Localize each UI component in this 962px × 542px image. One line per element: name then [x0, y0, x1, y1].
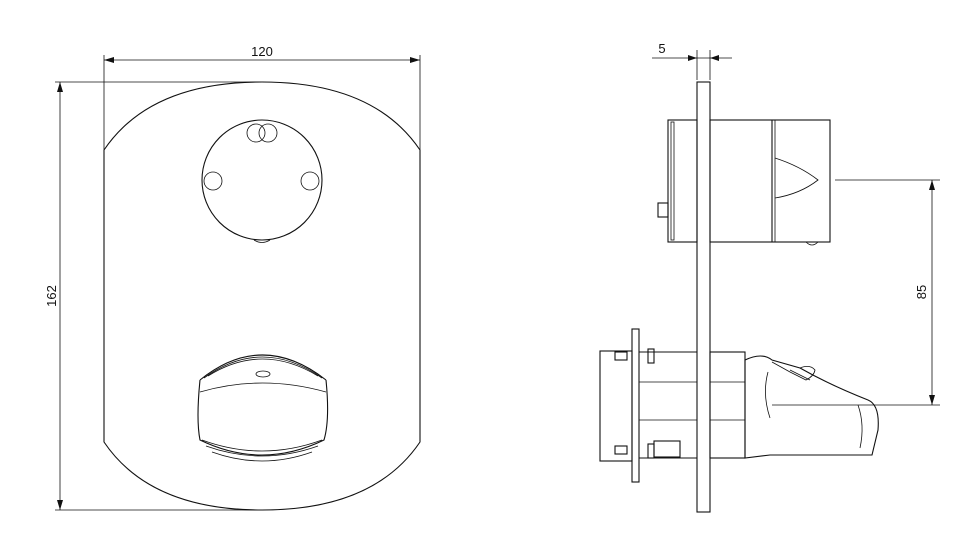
- knob-indicator-ring-a: [246, 123, 266, 143]
- lever-side: [599, 328, 879, 483]
- lever-indicator: [255, 370, 271, 378]
- height-dimension: 162: [44, 81, 262, 511]
- knob-hole-left: [203, 171, 223, 191]
- knob-cam-profile: [774, 157, 819, 199]
- wall-plate: [696, 81, 711, 513]
- top-knob: [201, 119, 323, 241]
- width-dimension: 120: [103, 44, 421, 150]
- knob-bottom-notch: [253, 239, 271, 243]
- cover-plate-outline: [103, 81, 421, 511]
- front-view: 120 162: [44, 44, 421, 511]
- side-view: 5 85: [599, 41, 940, 513]
- width-dimension-label: 120: [251, 44, 273, 59]
- lever-body-side: [744, 355, 879, 459]
- depth-dimension-label: 5: [658, 41, 665, 56]
- height-dimension-label: 162: [44, 285, 59, 307]
- spacing-dimension-label: 85: [914, 285, 929, 299]
- knob-indicator-ring-b: [258, 123, 278, 143]
- spacing-dimension: 85: [772, 179, 940, 406]
- knob-hole-right: [300, 171, 320, 191]
- depth-dimension: 5: [652, 41, 732, 80]
- top-knob-side: [657, 119, 831, 246]
- lever-handle: [197, 354, 329, 462]
